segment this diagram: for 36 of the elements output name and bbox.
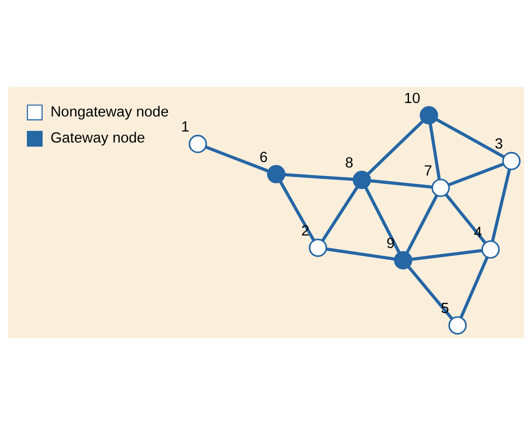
connector	[406, 194, 438, 254]
connector	[278, 180, 316, 241]
node-circle	[188, 134, 208, 153]
connector	[364, 186, 401, 253]
connector	[411, 248, 482, 260]
node-label: 8	[345, 155, 354, 172]
node-circle	[420, 106, 438, 124]
connector	[205, 145, 269, 172]
node-label: 1	[181, 119, 190, 136]
legend-label: Nongateway node	[50, 104, 169, 120]
connector	[444, 192, 486, 244]
connector	[321, 186, 358, 241]
connector	[407, 265, 454, 320]
node-circle	[267, 164, 286, 183]
node-circle	[502, 151, 521, 170]
connector	[366, 120, 424, 175]
node-circle	[394, 250, 412, 269]
node-label: 3	[494, 136, 503, 152]
node-circle	[431, 178, 450, 197]
connector	[460, 256, 489, 318]
node-circle	[481, 240, 500, 258]
connector	[491, 168, 511, 241]
node-label: 9	[386, 235, 395, 252]
node-circle	[352, 170, 372, 189]
connector	[326, 247, 395, 260]
connector	[284, 172, 354, 180]
legend-label: Gateway node	[50, 130, 146, 146]
node-circle	[308, 238, 328, 256]
node-label: 6	[260, 149, 268, 166]
connector	[428, 122, 441, 179]
node-circle	[448, 316, 467, 334]
node-label: 10	[404, 90, 420, 106]
connector	[370, 178, 432, 188]
node-label: 7	[424, 163, 432, 179]
connector	[448, 162, 504, 186]
connector	[436, 118, 505, 158]
